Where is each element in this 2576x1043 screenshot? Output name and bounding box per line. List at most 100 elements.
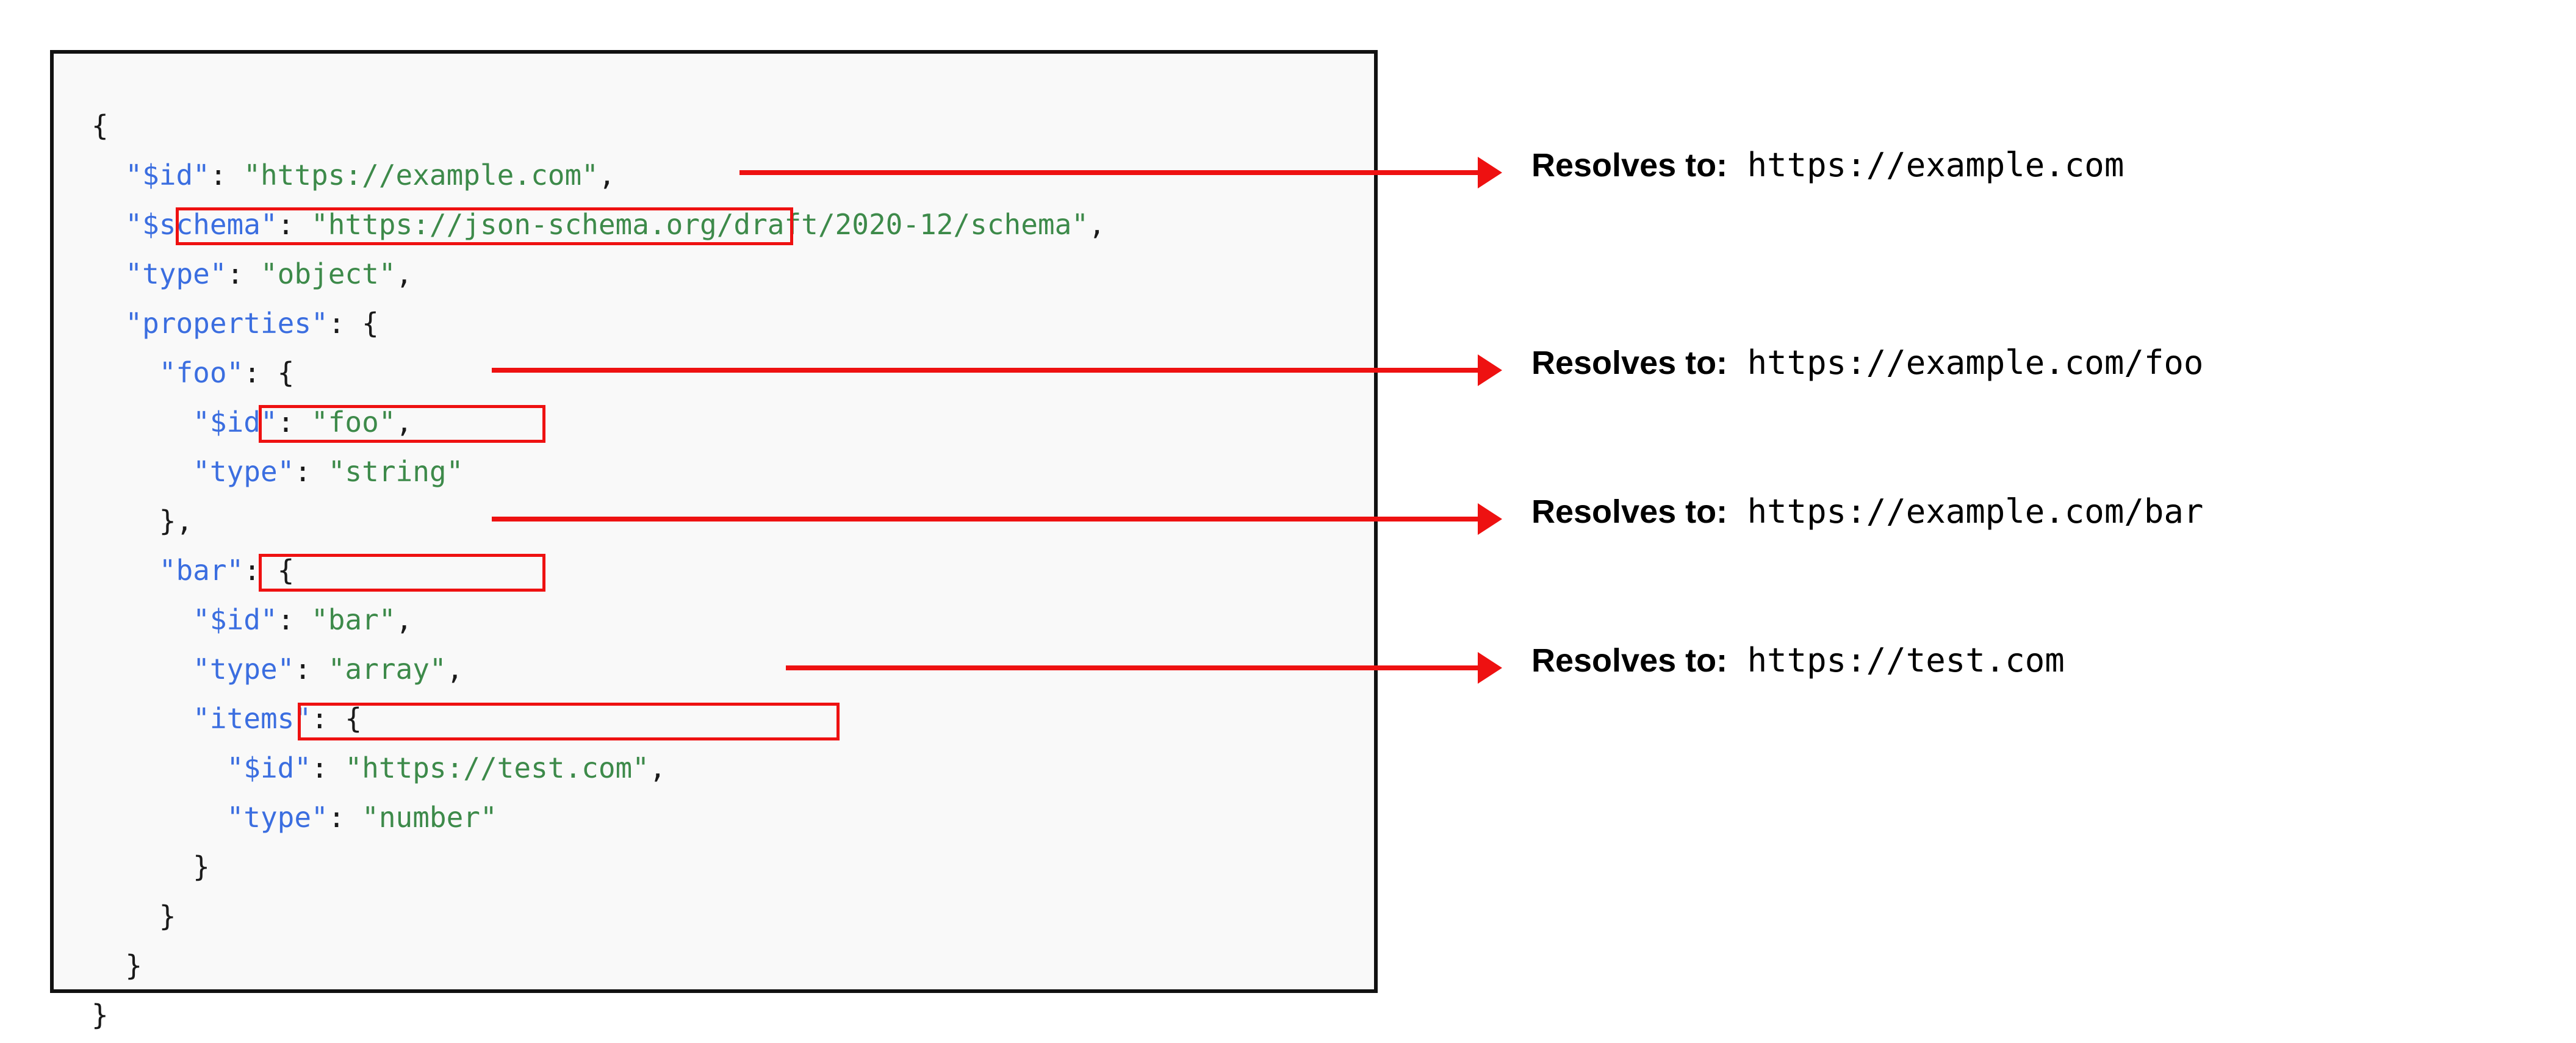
resolves-to-label: Resolves to:: [1531, 642, 1728, 679]
code-line: "type": "string": [92, 447, 1106, 496]
code-token: }: [92, 850, 210, 883]
annotation-spacer: [1727, 641, 1747, 679]
code-token: ,: [1088, 208, 1106, 241]
code-token: "type": [193, 653, 295, 686]
code-token: :: [277, 406, 312, 439]
resolved-uri-value: https://example.com/foo: [1747, 343, 2204, 382]
code-line: "$schema": "https://json-schema.org/draf…: [92, 200, 1106, 249]
code-token: :: [328, 801, 362, 834]
code-token: "foo": [159, 356, 244, 389]
code-token: }: [92, 949, 143, 982]
code-token: [92, 257, 125, 290]
code-token: "https://example.com": [243, 159, 599, 192]
code-token: :: [311, 751, 345, 784]
arrow-to-items-resolution-head-icon: [1478, 652, 1502, 684]
resolved-uri-value: https://example.com: [1747, 146, 2124, 184]
code-token: : {: [328, 307, 379, 340]
code-token: "items": [193, 702, 312, 735]
code-line: },: [92, 496, 1106, 546]
arrow-to-foo-resolution: [492, 368, 1478, 373]
code-line: "$id": "https://example.com",: [92, 151, 1106, 200]
code-line: }: [92, 892, 1106, 941]
resolution-items: Resolves to: https://test.com: [1531, 641, 2065, 679]
code-token: [92, 653, 193, 686]
code-token: "$id": [125, 159, 210, 192]
code-line: "$id": "bar",: [92, 595, 1106, 645]
resolves-to-label: Resolves to:: [1531, 147, 1728, 184]
code-token: [92, 356, 159, 389]
code-token: "type": [125, 257, 227, 290]
code-token: "https://test.com": [345, 751, 649, 784]
code-line: "type": "number": [92, 793, 1106, 842]
arrow-to-foo-resolution-head-icon: [1478, 354, 1502, 386]
code-line: "type": "array",: [92, 645, 1106, 694]
annotation-spacer: [1727, 343, 1747, 382]
code-token: [92, 307, 125, 340]
code-token: [92, 406, 193, 439]
resolution-foo: Resolves to: https://example.com/foo: [1531, 343, 2204, 382]
code-token: [92, 702, 193, 735]
code-token: :: [226, 257, 261, 290]
code-line: }: [92, 991, 1106, 1040]
code-line: "type": "object",: [92, 249, 1106, 299]
code-token: [92, 554, 159, 587]
code-token: "number": [362, 801, 497, 834]
code-token: "$id": [226, 751, 312, 784]
code-token: "string": [328, 455, 464, 488]
code-token: ,: [598, 159, 616, 192]
code-token: "$schema": [125, 208, 278, 241]
code-token: [92, 603, 193, 636]
code-token: :: [294, 653, 328, 686]
code-token: [92, 208, 125, 241]
arrow-to-root-resolution-head-icon: [1478, 157, 1502, 188]
code-line: }: [92, 842, 1106, 892]
code-line: "$id": "https://test.com",: [92, 744, 1106, 793]
code-token: : {: [311, 702, 362, 735]
arrow-to-bar-resolution: [492, 517, 1478, 522]
code-token: : {: [243, 554, 295, 587]
arrow-to-root-resolution: [739, 170, 1478, 175]
code-token: {: [92, 109, 109, 142]
code-token: :: [209, 159, 244, 192]
resolution-root: Resolves to: https://example.com: [1531, 149, 2124, 182]
code-line: "properties": {: [92, 299, 1106, 348]
code-token: "array": [328, 653, 447, 686]
code-token: "$id": [193, 406, 278, 439]
annotation-spacer: [1727, 146, 1747, 184]
code-token: "object": [260, 257, 396, 290]
code-token: :: [277, 603, 312, 636]
code-token: [92, 801, 227, 834]
annotation-spacer: [1727, 492, 1747, 531]
code-token: ,: [395, 603, 413, 636]
code-line: {: [92, 101, 1106, 151]
code-token: }: [92, 900, 176, 933]
code-token: "properties": [125, 307, 328, 340]
code-token: :: [277, 208, 312, 241]
code-token: [92, 455, 193, 488]
highlight-id-items: [298, 703, 840, 740]
resolves-to-label: Resolves to:: [1531, 493, 1728, 530]
highlight-id-root: [176, 207, 793, 245]
resolved-uri-value: https://example.com/bar: [1747, 492, 2204, 531]
highlight-id-foo: [259, 405, 545, 443]
code-token: ,: [446, 653, 464, 686]
code-line: "items": {: [92, 694, 1106, 744]
code-token: : {: [243, 356, 295, 389]
code-token: "bar": [159, 554, 244, 587]
highlight-id-bar: [259, 554, 545, 592]
code-token: :: [294, 455, 328, 488]
resolved-uri-value: https://test.com: [1747, 641, 2065, 679]
resolves-to-label: Resolves to:: [1531, 345, 1728, 381]
resolution-bar: Resolves to: https://example.com/bar: [1531, 492, 2204, 531]
code-token: "type": [193, 455, 295, 488]
code-token: "type": [226, 801, 328, 834]
code-token: [92, 751, 227, 784]
code-token: "bar": [311, 603, 396, 636]
code-token: ,: [395, 257, 413, 290]
code-token: ,: [649, 751, 666, 784]
code-token: [92, 159, 125, 192]
code-token: "https://json-schema.org/draft/2020-12/s…: [311, 208, 1088, 241]
code-line: }: [92, 941, 1106, 991]
code-token: "$id": [193, 603, 278, 636]
code-token: ,: [395, 406, 413, 439]
